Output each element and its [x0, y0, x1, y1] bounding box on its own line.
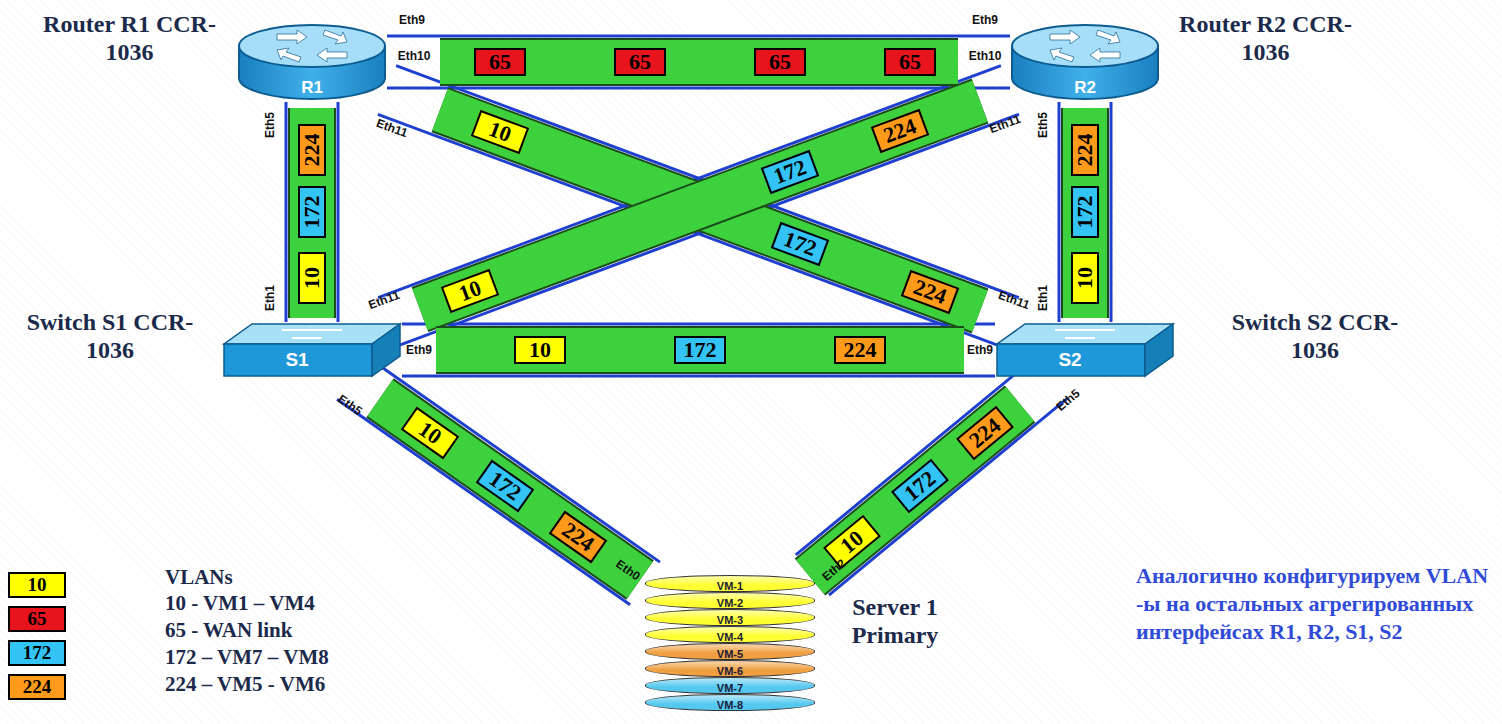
vlan-tag: 172 [674, 336, 726, 364]
vm-name: VM-1 [717, 580, 743, 592]
vm-disk: VM-1 [645, 575, 815, 592]
device-title: Server 1 Primary [830, 593, 960, 649]
vm-name: VM-2 [717, 597, 743, 609]
vlan-id: 10 [486, 117, 515, 147]
device-label: R1 [237, 78, 387, 98]
port-label: Eth9 [399, 13, 425, 27]
port-label: Eth9 [406, 343, 432, 357]
switch-icon: Switch S2 CCR-1036S2 [995, 322, 1175, 378]
router-icon: Router R2 CCR-1036R2 [1010, 22, 1160, 102]
swatch-number: 172 [23, 642, 52, 663]
vlan-id: 65 [769, 50, 791, 74]
vlan-tag: 172 [298, 186, 326, 238]
port-label: Eth11 [367, 288, 402, 312]
legend-swatch: 10 [8, 572, 66, 598]
vlan-tag: 224 [298, 124, 326, 176]
vlan-tag: 65 [474, 48, 526, 76]
port-label: Eth10 [398, 49, 431, 63]
device-title: Switch S1 CCR-1036 [20, 308, 200, 364]
link-connector [796, 358, 1068, 595]
vlan-tag: 65 [614, 48, 666, 76]
vm-disk: VM-2 [645, 592, 815, 609]
vm-disk: VM-4 [645, 626, 815, 643]
note-text: Аналогично конфигурируем VLAN -ы на оста… [1136, 562, 1494, 646]
legend-text: 65 - WAN link [165, 617, 292, 643]
vm-disk: VM-7 [645, 677, 815, 694]
swatch-number: 10 [28, 574, 47, 595]
device-label: R2 [1010, 78, 1160, 98]
vm-name: VM-7 [717, 682, 743, 694]
vlan-tag: 10 [514, 336, 566, 364]
link-connector [378, 66, 1019, 347]
server-stack: Server 1 PrimaryVM-1VM-2VM-3VM-4VM-5VM-6… [645, 575, 815, 711]
vm-name: VM-8 [717, 699, 743, 711]
vlan-id: 224 [844, 338, 877, 362]
vm-name: VM-6 [717, 665, 743, 677]
device-title: Router R1 CCR-1036 [42, 10, 217, 66]
vm-name: VM-3 [717, 614, 743, 626]
swatch-number: 65 [28, 608, 47, 629]
port-label: Eth9 [972, 13, 998, 27]
vlan-id: 65 [629, 50, 651, 74]
link-connector [337, 357, 660, 605]
vlan-tag: 65 [884, 48, 936, 76]
vlan-id: 10 [529, 338, 551, 362]
vlan-tag: 10 [1071, 252, 1099, 304]
swatch-number: 224 [23, 676, 52, 697]
vlan-tag: 224 [1071, 124, 1099, 176]
vlan-id: 10 [300, 267, 324, 289]
port-label: Eth11 [997, 288, 1032, 312]
legend-swatch: 65 [8, 606, 66, 632]
link-connector [378, 66, 1019, 347]
device-label: S2 [995, 348, 1145, 372]
port-label: Eth11 [375, 116, 410, 140]
vm-name: VM-5 [717, 648, 743, 660]
legend-swatch: 224 [8, 674, 66, 700]
device-title: Router R2 CCR-1036 [1178, 10, 1353, 66]
vlan-tag: 172 [1071, 186, 1099, 238]
link-connector [1059, 102, 1111, 322]
vlan-id: 172 [684, 338, 717, 362]
vlan-id: 172 [1073, 196, 1097, 229]
vm-disk: VM-5 [645, 643, 815, 660]
legend-text: 10 - VM1 – VM4 [165, 590, 315, 616]
link-connector [402, 324, 995, 376]
vlan-tag: 65 [754, 48, 806, 76]
vm-disk: VM-6 [645, 660, 815, 677]
port-label: Eth10 [969, 49, 1002, 63]
port-label: Eth9 [967, 343, 993, 357]
vlan-id: 10 [456, 276, 485, 306]
vlan-id: 65 [899, 50, 921, 74]
vm-disk: VM-3 [645, 609, 815, 626]
legend-heading: VLANs [165, 564, 233, 590]
legend-swatch: 172 [8, 640, 66, 666]
port-label: Eth5 [263, 112, 277, 138]
device-label: S1 [222, 348, 372, 372]
port-label: Eth1 [263, 285, 277, 311]
vlan-id: 10 [1073, 267, 1097, 289]
vlan-id: 65 [489, 50, 511, 74]
switch-icon: Switch S1 CCR-1036S1 [222, 322, 402, 378]
port-label: Eth5 [1054, 386, 1083, 413]
router-icon: Router R1 CCR-1036R1 [237, 22, 387, 102]
legend-text: 224 – VM5 - VM6 [165, 671, 325, 697]
link-connector [387, 36, 1010, 88]
vlan-tag: 224 [834, 336, 886, 364]
vlan-id: 224 [1073, 134, 1097, 167]
port-label: Eth5 [1036, 112, 1050, 138]
vm-disk: VM-8 [645, 694, 815, 711]
vlan-id: 224 [300, 134, 324, 167]
port-label: Eth1 [1036, 285, 1050, 311]
vm-name: VM-4 [717, 631, 743, 643]
link-connector [286, 102, 338, 322]
device-title: Switch S2 CCR-1036 [1220, 308, 1410, 364]
port-label: Eth11 [988, 112, 1023, 136]
vlan-id: 172 [300, 196, 324, 229]
legend-text: 172 – VM7 – VM8 [165, 644, 329, 670]
vlan-tag: 10 [298, 252, 326, 304]
